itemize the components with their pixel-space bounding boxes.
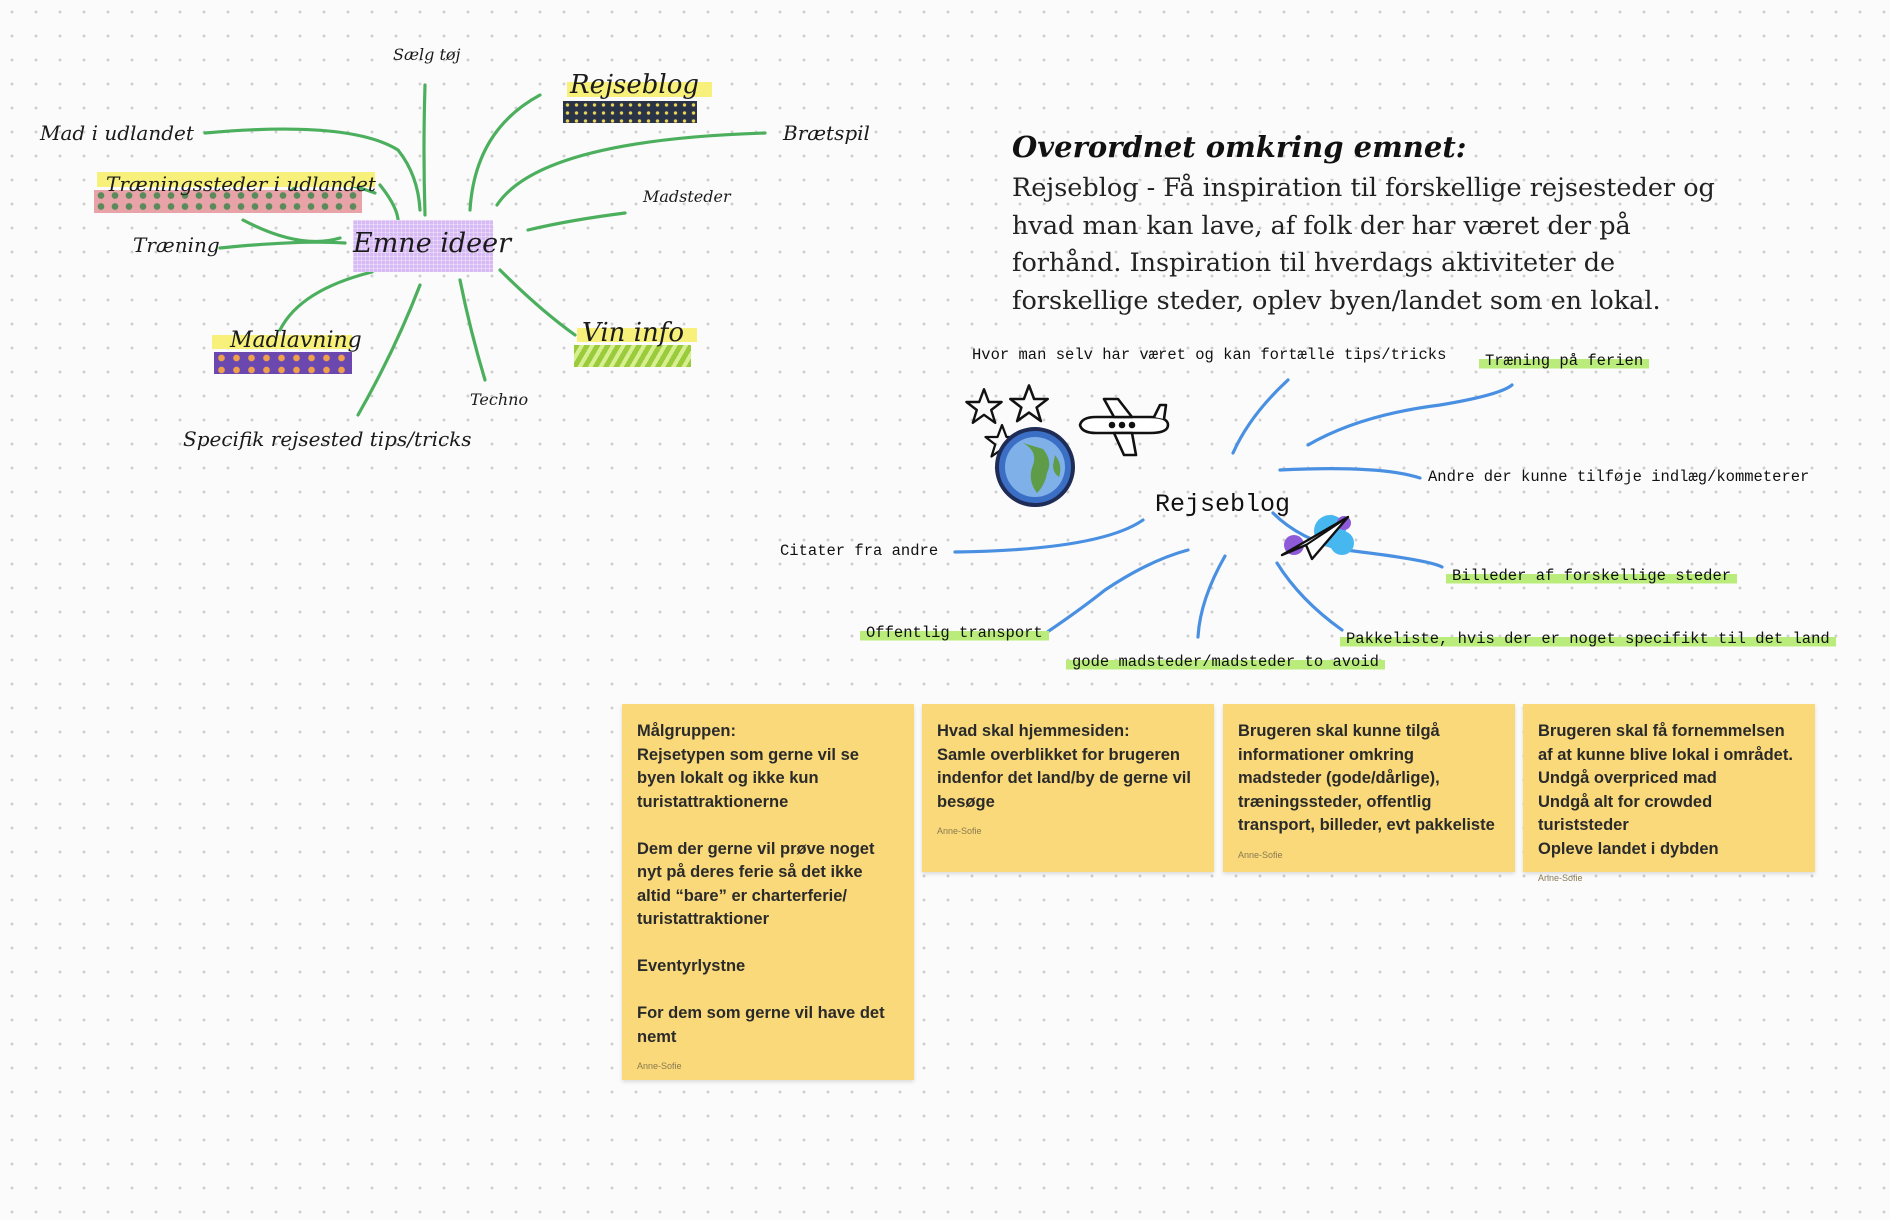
sticky-text: Målgruppen: Rejsetypen som gerne vil se … <box>637 722 885 1046</box>
node-techno[interactable]: Techno <box>470 390 529 409</box>
vin-info-yellow-highlight <box>577 328 697 342</box>
overview-title[interactable]: Overordnet omkring emnet: <box>1012 130 1467 164</box>
node-saelg-toj[interactable]: Sælg tøj <box>393 45 461 64</box>
node-citater[interactable]: Citater fra andre <box>780 542 939 560</box>
node-hvor-man[interactable]: Hvor man selv har været og kan fortælle … <box>972 346 1447 364</box>
sticky-text: Brugeren skal kunne tilgå informationer … <box>1238 722 1495 834</box>
globe-icon <box>995 427 1075 507</box>
traeningssteder-pattern-tape <box>94 190 362 213</box>
madlavning-yellow-highlight <box>212 335 352 349</box>
sticky-author: Anne-Sofie <box>1238 849 1283 860</box>
node-traening-ferien[interactable]: Træning på ferien <box>1479 352 1650 370</box>
sticky-text: Brugeren skal få fornemmelsen af at kunn… <box>1538 722 1793 858</box>
node-vin-info[interactable]: Vin info <box>582 318 684 348</box>
traeningssteder-yellow-highlight <box>97 172 375 187</box>
sticky-author: Anne-Sofie <box>1538 873 1583 883</box>
paper-plane-icon <box>1280 515 1354 561</box>
node-madsteder[interactable]: Madsteder <box>643 187 731 206</box>
sticky-author: Anne-Sofie <box>937 826 982 836</box>
rejseblog-star-tape <box>563 101 697 123</box>
node-andre[interactable]: Andre der kunne tilføje indlæg/kommetere… <box>1428 468 1810 486</box>
node-traening[interactable]: Træning <box>133 233 220 257</box>
sticky-note-lokal[interactable]: Brugeren skal få fornemmelsen af at kunn… <box>1523 704 1815 883</box>
sticky-text: Hvad skal hjemmesiden: Samle overblikket… <box>937 722 1191 811</box>
airplane-icon <box>1078 397 1170 457</box>
node-rejseblog[interactable]: Rejseblog <box>570 70 700 100</box>
node-billeder[interactable]: Billeder af forskellige steder <box>1446 567 1738 585</box>
madlavning-purple-tape <box>214 352 352 374</box>
mindmap-center-label: Emne ideer <box>353 228 512 259</box>
node-pakkeliste[interactable]: Pakkeliste, hvis der er noget specifikt … <box>1340 630 1836 648</box>
sticky-note-maalgruppen[interactable]: Målgruppen: Rejsetypen som gerne vil se … <box>622 704 914 1080</box>
sticky-note-brugeren-tilgaa[interactable]: Brugeren skal kunne tilgå informationer … <box>1223 704 1515 872</box>
rejseblog-yellow-highlight <box>567 82 712 97</box>
overview-body[interactable]: Rejseblog - Få inspiration til forskelli… <box>1012 173 1715 316</box>
node-madlavning[interactable]: Madlavning <box>230 328 362 353</box>
node-traeningssteder[interactable]: Træningssteder i udlandet <box>106 172 376 196</box>
node-offentlig[interactable]: Offentlig transport <box>860 624 1049 642</box>
vin-info-stripe-tape <box>574 345 691 367</box>
node-mad-i-udlandet[interactable]: Mad i udlandet <box>40 121 194 145</box>
mindmap-right-center[interactable]: Rejseblog <box>1155 490 1291 519</box>
node-gode-madsteder[interactable]: gode madsteder/madsteder to avoid <box>1066 653 1385 671</box>
node-braetspil[interactable]: Brætspil <box>783 121 870 145</box>
sticky-author: Anne-Sofie <box>637 1061 682 1071</box>
mindmap-center-emne-ideer[interactable] <box>353 220 493 272</box>
sticky-note-hjemmesiden[interactable]: Hvad skal hjemmesiden: Samle overblikket… <box>922 704 1214 872</box>
node-specifik[interactable]: Specifik rejsested tips/tricks <box>183 427 472 451</box>
